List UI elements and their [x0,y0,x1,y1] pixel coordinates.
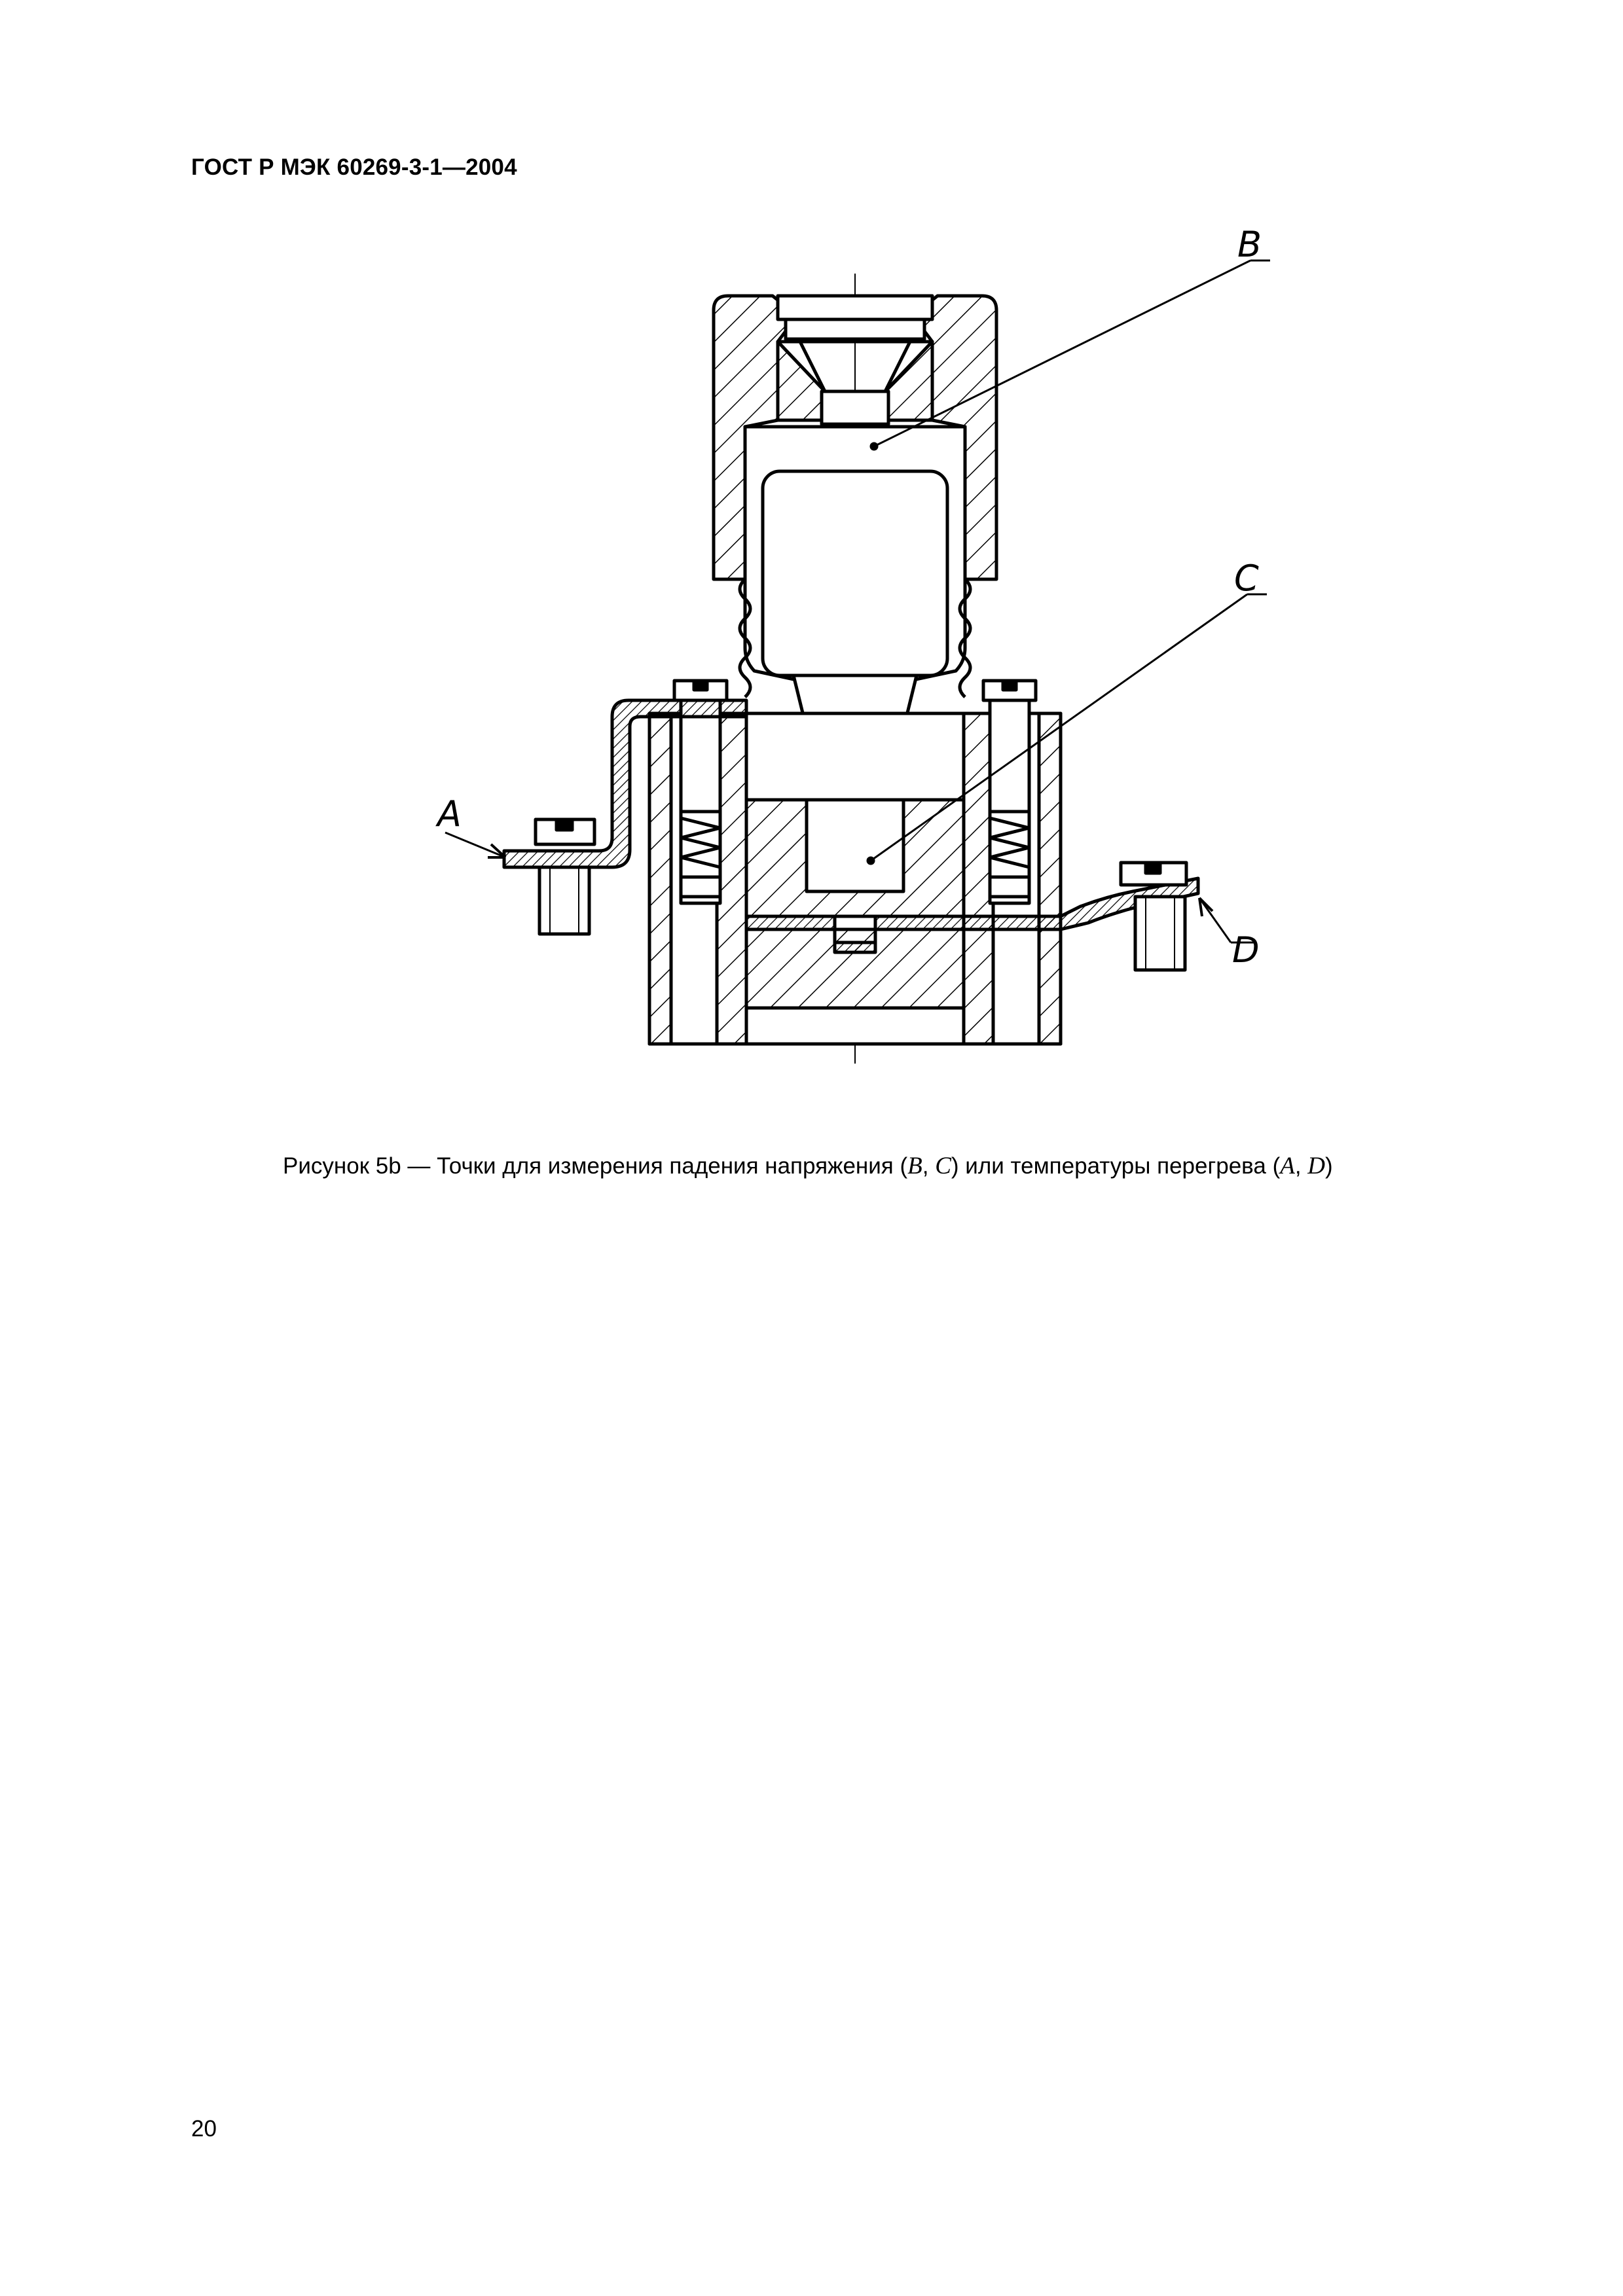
cap-top-plate [776,294,934,321]
cap-cone [776,340,827,422]
caption-var-a: A [1280,1153,1295,1179]
page-number: 20 [191,2116,217,2142]
caption-suffix: ) [1325,1153,1333,1179]
leader-d [1198,897,1232,943]
spring-right [988,816,1031,869]
screw-shaft-a [538,865,591,936]
label-a: A [435,793,462,834]
screw-shaft-left [679,698,722,905]
cap-top-groove [784,317,926,341]
leader-a [445,831,506,859]
cap-cone-right [883,340,934,422]
caption-sep1: , [922,1153,936,1179]
caption-var-c: C [935,1153,951,1179]
label-b: B [1237,224,1262,265]
figure-caption: Рисунок 5b — Точки для измерения падения… [283,1152,1333,1180]
sleeve-right [958,578,972,698]
leader-c [870,593,1248,862]
caption-var-d: D [1307,1153,1326,1179]
fuse-contact-top [820,389,890,426]
fuse-holder-drawing: B C A D [435,224,1270,1064]
fuse-link-body [761,469,949,677]
leader-b [873,259,1251,448]
document-header: ГОСТ Р МЭК 60269-3-1—2004 [191,154,517,180]
caption-sep2: , [1294,1153,1308,1179]
caption-prefix: Рисунок 5b — Точки для измерения падения… [283,1153,908,1179]
screw-shaft-right [988,698,1031,905]
terminal-strip-d [962,876,1200,931]
contact-socket [805,798,905,893]
terminal-strip-a [502,698,748,869]
caption-var-b: B [907,1153,922,1179]
label-c: C [1234,558,1259,599]
spring-left [679,816,722,869]
screw-shaft-d [1133,895,1187,972]
base-bottom-recess [744,1006,966,1046]
label-d: D [1232,929,1260,971]
caption-middle: ) или температуры перегрева ( [951,1153,1281,1179]
sleeve-left [738,578,752,698]
